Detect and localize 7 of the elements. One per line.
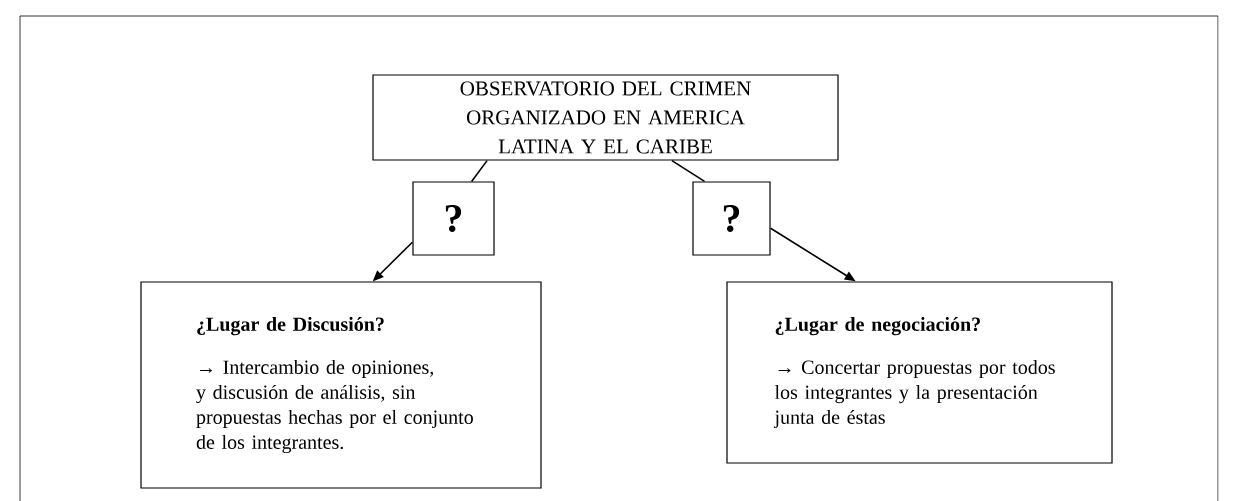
question-box: ? (692, 181, 771, 256)
question-box: ? (412, 181, 495, 256)
text-box: ¿Lugar de negociación? → Concertar propuestas por todos los integrantes y la presentación junta de éstas (726, 281, 1113, 464)
text-box: ¿Lugar de Discusión? → Intercambio de opiniones, y discusión de análisis, sin propuestas hechas por el conjunto de los integrantes. (140, 281, 542, 489)
title-box: OBSERVATORIO DEL CRIMEN ORGANIZADO EN AMERICA LATINA Y EL CARIBE (372, 74, 839, 161)
connector-line (671, 159, 706, 183)
connector-line (470, 159, 488, 183)
